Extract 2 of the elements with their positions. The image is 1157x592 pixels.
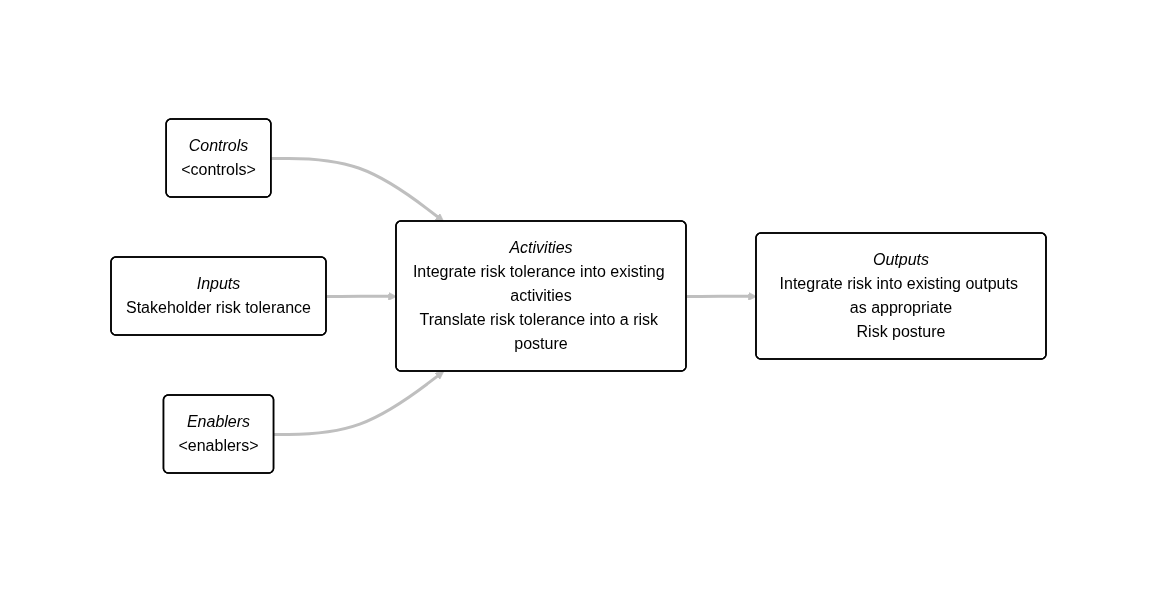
arrow xyxy=(271,156,445,222)
arrow xyxy=(274,371,445,436)
